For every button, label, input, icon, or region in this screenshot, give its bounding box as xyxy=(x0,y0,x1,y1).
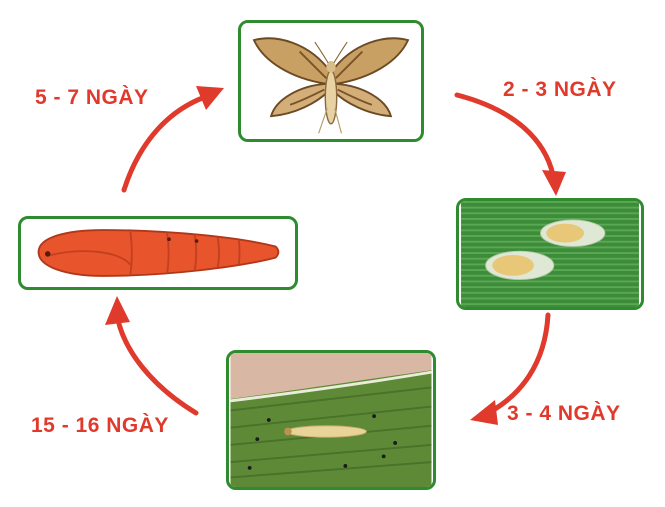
arrow-eggs-to-larva xyxy=(470,312,551,425)
eggs-on-leaf-icon xyxy=(461,201,639,307)
eggs-stage xyxy=(456,198,644,310)
duration-pupa-to-moth: 5 - 7 NGÀY xyxy=(35,86,149,109)
larva-on-leaf-icon xyxy=(230,353,432,487)
arrow-pupa-to-moth xyxy=(121,86,224,193)
arrow-larva-to-pupa xyxy=(105,296,199,416)
larva-stage xyxy=(226,350,436,490)
moth-stage xyxy=(238,20,424,142)
duration-moth-to-eggs: 2 - 3 NGÀY xyxy=(503,78,617,101)
moth-icon xyxy=(242,23,420,139)
pupa-icon xyxy=(29,219,287,287)
duration-eggs-to-larva: 3 - 4 NGÀY xyxy=(507,402,621,425)
pupa-stage xyxy=(18,216,298,290)
duration-larva-to-pupa: 15 - 16 NGÀY xyxy=(31,414,169,437)
arrow-moth-to-eggs xyxy=(454,92,566,196)
